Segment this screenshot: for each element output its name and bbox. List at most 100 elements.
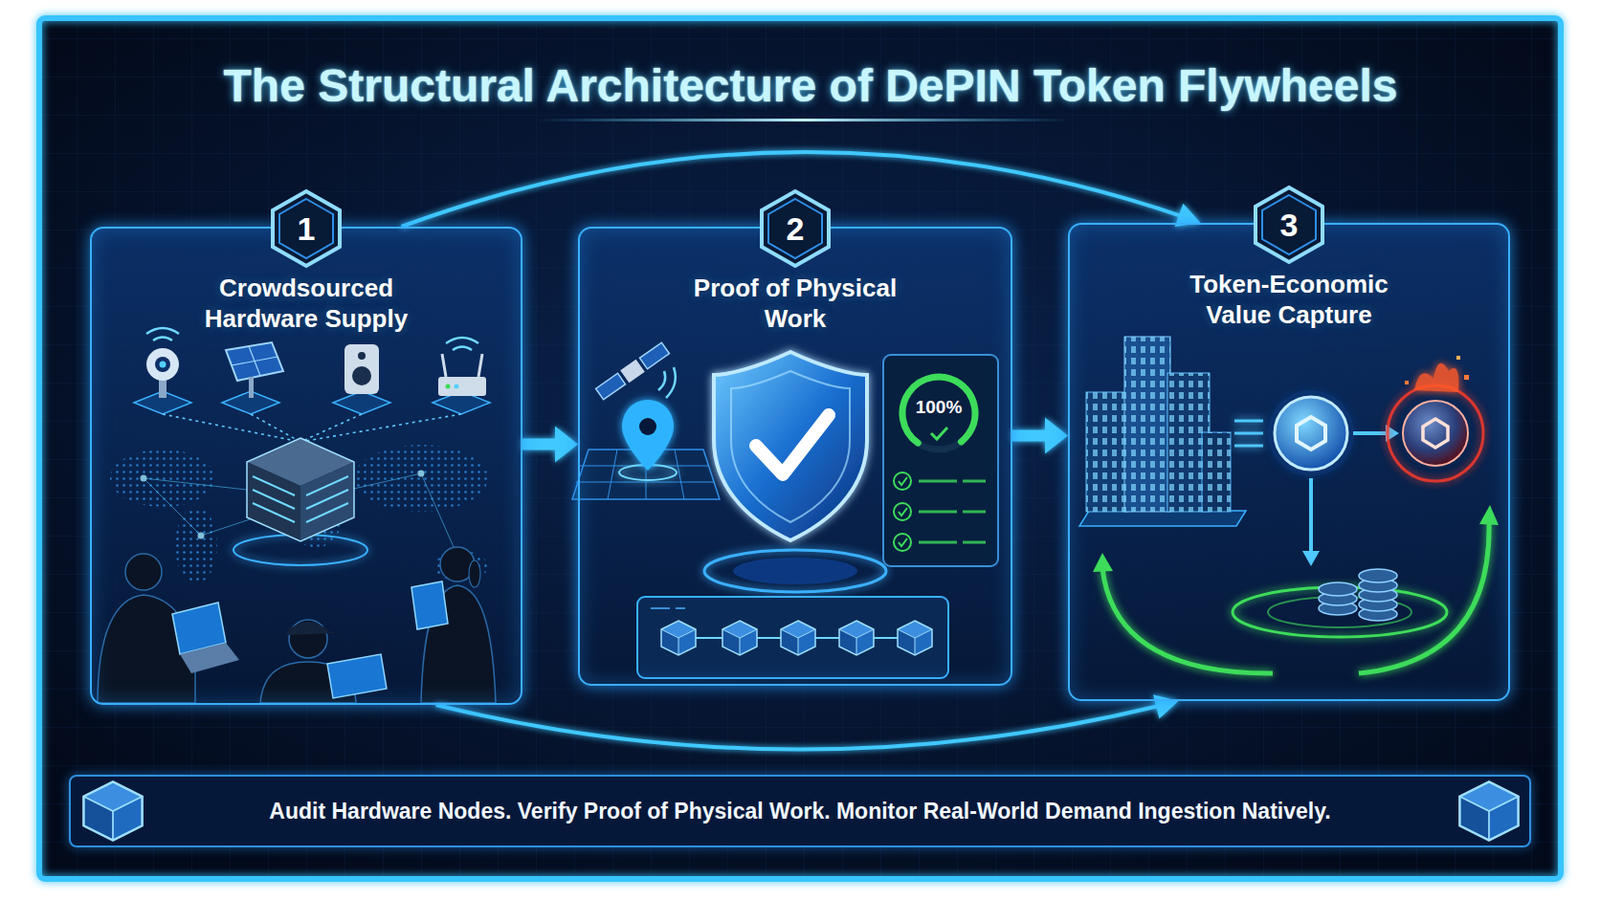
world-map-part xyxy=(198,533,205,540)
arrow-shaft xyxy=(522,439,557,451)
value-flow-part xyxy=(1402,400,1468,467)
panel-heading: Proof of Physical Work xyxy=(683,272,909,334)
iot-devices-part xyxy=(231,346,278,377)
satellite-and-pin-part-part xyxy=(620,359,645,384)
banner-text: Audit Hardware Nodes. Verify Proof of Ph… xyxy=(268,797,1331,826)
block-chain-part xyxy=(637,597,949,679)
status-widget-part xyxy=(898,508,908,516)
status-widget-part xyxy=(883,355,999,567)
flow-arrow xyxy=(522,426,578,464)
value-flow-part xyxy=(1464,375,1469,380)
iot-devices-part xyxy=(454,384,460,390)
satellite-and-pin-part-part xyxy=(596,373,626,400)
stage-panel: 1Crowdsourced Hardware Supply xyxy=(89,226,523,706)
satellite-and-pin xyxy=(572,341,720,500)
iot-devices-part xyxy=(333,391,391,415)
coin-stack-part xyxy=(1479,505,1499,526)
city-buildings-part xyxy=(1124,336,1171,512)
stage-panel: 3Token-Economic Value Capture xyxy=(1067,222,1511,702)
arrow-head xyxy=(1153,694,1178,719)
people-part xyxy=(411,581,448,630)
people xyxy=(97,547,496,704)
iot-devices xyxy=(133,328,490,415)
block-chain xyxy=(637,597,949,679)
value-flow-part xyxy=(1404,380,1409,385)
value-flow-part xyxy=(1456,355,1461,360)
diagram-title: The Structural Architecture of DePIN Tok… xyxy=(10,57,1600,115)
people-part xyxy=(125,554,162,591)
panel-fill-part xyxy=(68,775,1532,848)
value-flow-part xyxy=(1387,385,1484,482)
world-map-part xyxy=(140,475,148,483)
flow-arrow xyxy=(1012,417,1068,454)
coin-stack-part xyxy=(1102,568,1273,674)
value-flow-part xyxy=(1302,551,1320,567)
satellite-and-pin-part xyxy=(639,418,657,436)
frame-part xyxy=(39,18,1561,880)
iot-devices-part xyxy=(445,337,479,351)
iot-devices-part xyxy=(146,348,179,381)
panel-fill-part xyxy=(577,226,1013,687)
block-chain-part xyxy=(839,621,874,656)
gauge-value: 100% xyxy=(915,397,963,419)
world-map-part xyxy=(110,449,216,508)
city-buildings-part xyxy=(1086,392,1129,512)
value-flow-part xyxy=(1414,363,1459,393)
coin-stack-part xyxy=(1358,569,1398,583)
flow-arrow xyxy=(436,694,1179,750)
coin-stack-part xyxy=(1358,520,1489,674)
value-flow-part xyxy=(1353,431,1388,436)
status-widget xyxy=(883,355,999,567)
arrow-curve xyxy=(436,705,1163,751)
status-widget-part xyxy=(893,533,912,552)
people-part xyxy=(287,622,337,636)
people-part xyxy=(468,560,481,588)
verification-shield-part xyxy=(713,352,867,541)
banner-cubes-part xyxy=(83,781,142,841)
caption-band: Audit Hardware Nodes. Verify Proof of Ph… xyxy=(68,775,1532,848)
arrow-head xyxy=(555,426,578,464)
banner-cubes xyxy=(83,781,1518,841)
satellite-and-pin-part xyxy=(658,367,676,399)
value-flow-part xyxy=(1234,421,1264,446)
iot-devices-part xyxy=(445,384,451,390)
city-buildings-part xyxy=(1079,511,1246,527)
iot-devices-part xyxy=(438,377,487,397)
satellite-and-pin-part-part xyxy=(639,342,669,370)
frame-part xyxy=(535,118,1072,122)
block-chain-part xyxy=(897,621,933,656)
iot-devices-part xyxy=(248,377,254,399)
value-flow-part xyxy=(1422,419,1448,448)
iot-devices-part xyxy=(352,366,372,386)
callout-number: 1 xyxy=(266,188,347,269)
iot-devices-part xyxy=(442,354,483,378)
panel-fill xyxy=(68,222,1532,848)
satellite-and-pin-part xyxy=(595,341,670,400)
verification-shield-part xyxy=(731,371,850,523)
status-widget-part xyxy=(898,538,908,547)
coin-stack-part xyxy=(1092,553,1113,573)
city-buildings-part xyxy=(1124,336,1171,512)
banner-cubes-part xyxy=(1459,781,1518,841)
block-chain-part xyxy=(661,621,696,656)
panel-fill-part xyxy=(1067,222,1511,702)
coin-stack xyxy=(1092,505,1499,674)
block-chain-part xyxy=(722,621,757,656)
frame-part xyxy=(39,18,1561,880)
panel-heading: Crowdsourced Hardware Supply xyxy=(180,272,432,334)
step-badge: 2 xyxy=(755,188,836,269)
status-widget-part xyxy=(918,541,986,545)
iot-devices-part xyxy=(357,352,366,360)
verification-shield-part xyxy=(704,550,887,593)
server-rack-part xyxy=(246,438,355,542)
value-flow-part xyxy=(1309,478,1313,554)
value-flow-part xyxy=(1274,397,1348,470)
stage-panel: 2Proof of Physical Work xyxy=(577,226,1013,687)
frame xyxy=(39,18,1561,880)
server-rack-part xyxy=(252,476,349,523)
city-buildings xyxy=(1079,336,1246,527)
network-wires-part xyxy=(162,414,462,443)
network-wires xyxy=(162,414,462,443)
verification-shield-part xyxy=(755,415,829,475)
